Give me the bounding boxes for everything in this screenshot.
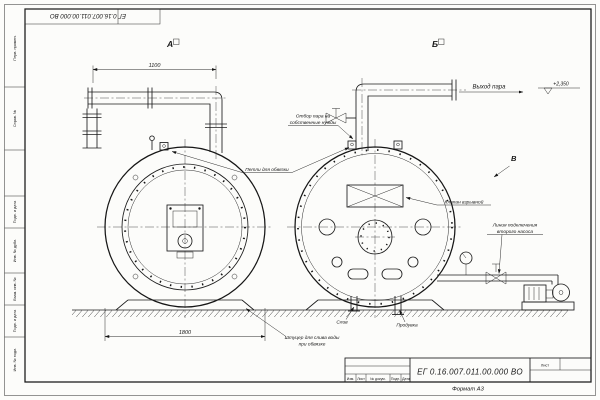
- boiler-front-view-a: 1100 1800: [82, 63, 273, 341]
- elevation-text: +2,350: [553, 82, 569, 88]
- dim-1800-text: 1800: [179, 330, 192, 336]
- steam-piping-b: [325, 78, 466, 158]
- lifting-lug-a: [159, 142, 169, 151]
- dimension-vessel-width: 1800: [104, 308, 266, 341]
- annotation-steam-tap-1: Отбор пара на: [296, 114, 331, 120]
- dimension-pipe-span: 1100: [92, 63, 217, 83]
- view-label-b: Б: [432, 39, 438, 49]
- handhole-left: [347, 268, 369, 280]
- annotation-steam-outlet: Выход пара: [473, 85, 507, 91]
- central-manhole: [355, 219, 395, 255]
- ground-line: [72, 309, 568, 317]
- steam-piping-a: [82, 86, 228, 160]
- steam-outlet-callout: Выход пара: [459, 85, 524, 94]
- format-label: Формат А3: [452, 387, 484, 393]
- door-outer-a: [121, 163, 249, 291]
- side-label: Инв. № дубл.: [13, 239, 17, 263]
- side-port-right: [414, 218, 432, 236]
- sheet-frame: [4, 4, 596, 396]
- boiler-front-view-b: +2,350 Выход пара: [287, 78, 580, 318]
- tb-col-ndok: № докум.: [370, 377, 385, 381]
- annotation-drain-fitting-2: при обвязке: [299, 342, 326, 348]
- explosion-valve-hatch: [346, 184, 404, 208]
- side-label: Взам. инв. №: [13, 277, 17, 301]
- lifting-lug-b2: [393, 140, 403, 150]
- vessel-shell-a: [104, 146, 266, 308]
- annotation-explosion-valve: Клапан взрывной: [445, 199, 484, 206]
- side-label: Справ. №: [13, 110, 17, 127]
- steam-tap-valve: [325, 108, 356, 124]
- elevation-mark: +2,350: [538, 82, 580, 95]
- tb-col-podp: Подп.: [391, 377, 400, 381]
- lower-port-left: [331, 256, 343, 268]
- door-bolt-ring-a: [124, 166, 246, 288]
- annotations: Отбор пара на собственные нужды Петли дл…: [171, 114, 543, 348]
- side-label: Перв. примен.: [13, 35, 17, 60]
- view-label-v: В: [511, 154, 517, 163]
- feedwater-piping: [437, 251, 559, 285]
- side-port-left: [318, 218, 336, 236]
- title-block: Изм. Лист № докум. Подп. Дата ЕГ 0.16.00…: [344, 357, 592, 383]
- annotation-drain: Слив: [336, 320, 348, 326]
- lifting-lug-b1: [347, 140, 357, 150]
- frame-side-labels: Перв. примен. Справ. № Подп. и дата Инв.…: [13, 35, 17, 371]
- tb-col-list: Лист: [357, 377, 365, 381]
- annotation-blowdown: Продувка: [396, 323, 418, 329]
- shutoff-valve: [485, 263, 507, 285]
- shell-bolt-ring-b: [297, 149, 453, 305]
- view-marker-a: [173, 38, 180, 45]
- annotation-pump-line-1: Линия подключения: [492, 223, 538, 229]
- side-label: Подп. и дата: [13, 309, 17, 332]
- vessel-shell-b: [294, 146, 456, 308]
- tb-col-data: Дата: [402, 377, 410, 381]
- tb-col-izm: Изм.: [347, 377, 355, 381]
- side-label: Подп. и дата: [13, 200, 17, 223]
- handhole-right: [381, 268, 403, 280]
- tb-sheet-label: Лист: [541, 364, 550, 368]
- view-marker-b: [438, 38, 445, 45]
- inverted-doc-number-stamp: ЕГ 0.16.007.011.00.000 ВО: [24, 8, 161, 25]
- view-labels: А Б В: [166, 38, 517, 178]
- dim-1100-text: 1100: [149, 63, 162, 69]
- annotation-drain-fitting-1: Штуцер для слива воды: [285, 335, 340, 341]
- pump-unit: [521, 283, 575, 311]
- support-saddle-b: [305, 299, 445, 311]
- view-label-a: А: [166, 39, 173, 49]
- front-flange-b: [301, 153, 449, 301]
- support-saddle-a: [115, 299, 255, 311]
- pressure-gauge: [459, 251, 473, 275]
- air-vent-fitting: [149, 135, 155, 150]
- annotation-steam-tap-2: собственные нужды: [290, 120, 337, 126]
- side-label: Инв. № подл.: [13, 348, 17, 372]
- tb-doc-number: ЕГ 0.16.007.011.00.000 ВО: [417, 368, 523, 377]
- burner-assembly: [166, 204, 204, 259]
- stamp-doc-number: ЕГ 0.16.007.011.00.000 ВО: [50, 12, 126, 19]
- annotation-pump-line-2: второго насоса: [497, 230, 533, 235]
- flanged-valve-stack: [82, 108, 102, 149]
- view-arrow-v: [493, 165, 510, 178]
- lower-port-right: [407, 256, 419, 268]
- door-inner-a: [127, 169, 243, 285]
- annotation-lifting-loops: Петли для обвязки: [245, 167, 289, 173]
